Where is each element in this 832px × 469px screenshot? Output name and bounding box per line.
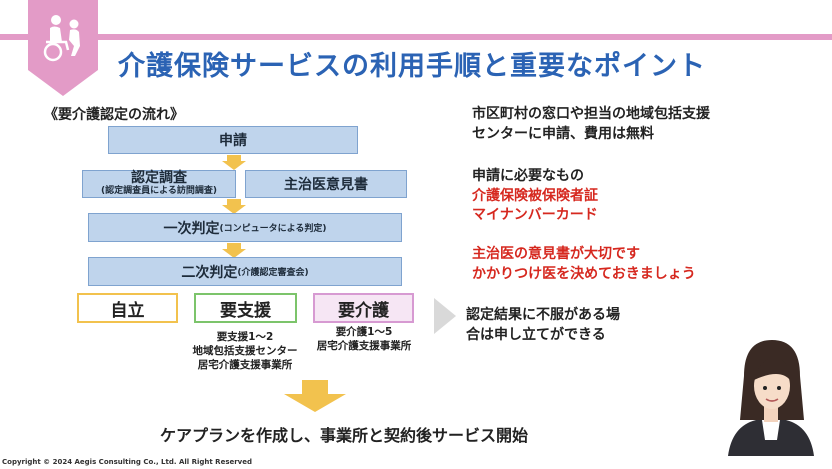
support-detail-line: 要支援1～2: [216, 331, 274, 343]
flow-survey-note: (認定調査員による訪問調査): [101, 185, 217, 196]
apply-note: 市区町村の窓口や担当の地域包括支援 センターに申請、費用は無料: [472, 105, 710, 144]
flow-first-note: (コンピュータによる判定): [219, 224, 327, 234]
flow-survey-box: 認定調査 (認定調査員による訪問調査): [82, 170, 236, 198]
flow-arrow: [222, 155, 246, 170]
support-detail: 要支援1～2 地域包括支援センター 居宅介護支援事業所: [170, 330, 320, 373]
flow-second-note: (介護認定審査会): [237, 268, 309, 278]
required-item: マイナンバーカード: [472, 207, 598, 224]
care-detail: 要介護1～5 居宅介護支援事業所: [300, 325, 428, 353]
doctor-note-line: 主治医の意見書が大切です: [472, 246, 640, 262]
appeal-note: 認定結果に不服がある場 合は申し立てができる: [466, 306, 620, 345]
flow-first-box: 一次判定 (コンピュータによる判定): [88, 213, 402, 242]
section-label: 《要介護認定の流れ》: [44, 107, 184, 123]
flow-apply-box: 申請: [108, 126, 358, 154]
doctor-note-line: かかりつけ医を決めておきましょう: [472, 265, 696, 282]
flow-first-label: 一次判定: [163, 220, 220, 237]
support-detail-line: 居宅介護支援事業所: [197, 359, 293, 372]
outcome-support: 要支援: [194, 293, 297, 323]
presenter-woman-illustration: [728, 340, 814, 456]
chevron-right-icon: [434, 298, 456, 334]
arrow-down-icon: [284, 380, 346, 412]
apply-note-line: センターに申請、費用は無料: [472, 125, 654, 142]
required-items: 申請に必要なもの 介護保険被保険者証 マイナンバーカード: [472, 167, 598, 226]
flow-survey-label: 認定調査: [131, 170, 187, 187]
flow-doctor-box: 主治医意見書: [245, 170, 407, 198]
appeal-note-line: 合は申し立てができる: [466, 326, 606, 343]
outcome-care-label: 要介護: [338, 300, 389, 321]
flow-arrow: [222, 199, 246, 214]
support-detail-line: 地域包括支援センター: [192, 345, 298, 358]
apply-note-line: 市区町村の窓口や担当の地域包括支援: [472, 106, 710, 122]
copyright-footer: Copyright © 2024 Aegis Consulting Co., L…: [2, 458, 253, 466]
flow-arrow: [222, 243, 246, 258]
doctor-note: 主治医の意見書が大切です かかりつけ医を決めておきましょう: [472, 245, 696, 284]
page-title: 介護保険サービスの利用手順と重要なポイント: [118, 51, 706, 82]
required-heading: 申請に必要なもの: [472, 168, 584, 184]
outcome-independent: 自立: [77, 293, 178, 323]
bottom-statement: ケアプランを作成し、事業所と契約後サービス開始: [160, 426, 529, 445]
outcome-support-label: 要支援: [220, 300, 271, 321]
flow-second-box: 二次判定 (介護認定審査会): [88, 257, 402, 286]
flow-doctor-label: 主治医意見書: [284, 177, 368, 193]
appeal-note-line: 認定結果に不服がある場: [466, 307, 620, 323]
required-item: 介護保険被保険者証: [472, 187, 598, 204]
flow-apply-label: 申請: [219, 133, 247, 149]
caregiver-wheelchair-icon: [28, 0, 98, 96]
care-detail-line: 居宅介護支援事業所: [316, 340, 412, 353]
header-accent-bar: [0, 34, 832, 40]
outcome-care: 要介護: [313, 293, 414, 323]
care-detail-line: 要介護1～5: [335, 326, 393, 338]
flow-second-label: 二次判定: [181, 264, 238, 281]
outcome-independent-label: 自立: [110, 300, 145, 321]
